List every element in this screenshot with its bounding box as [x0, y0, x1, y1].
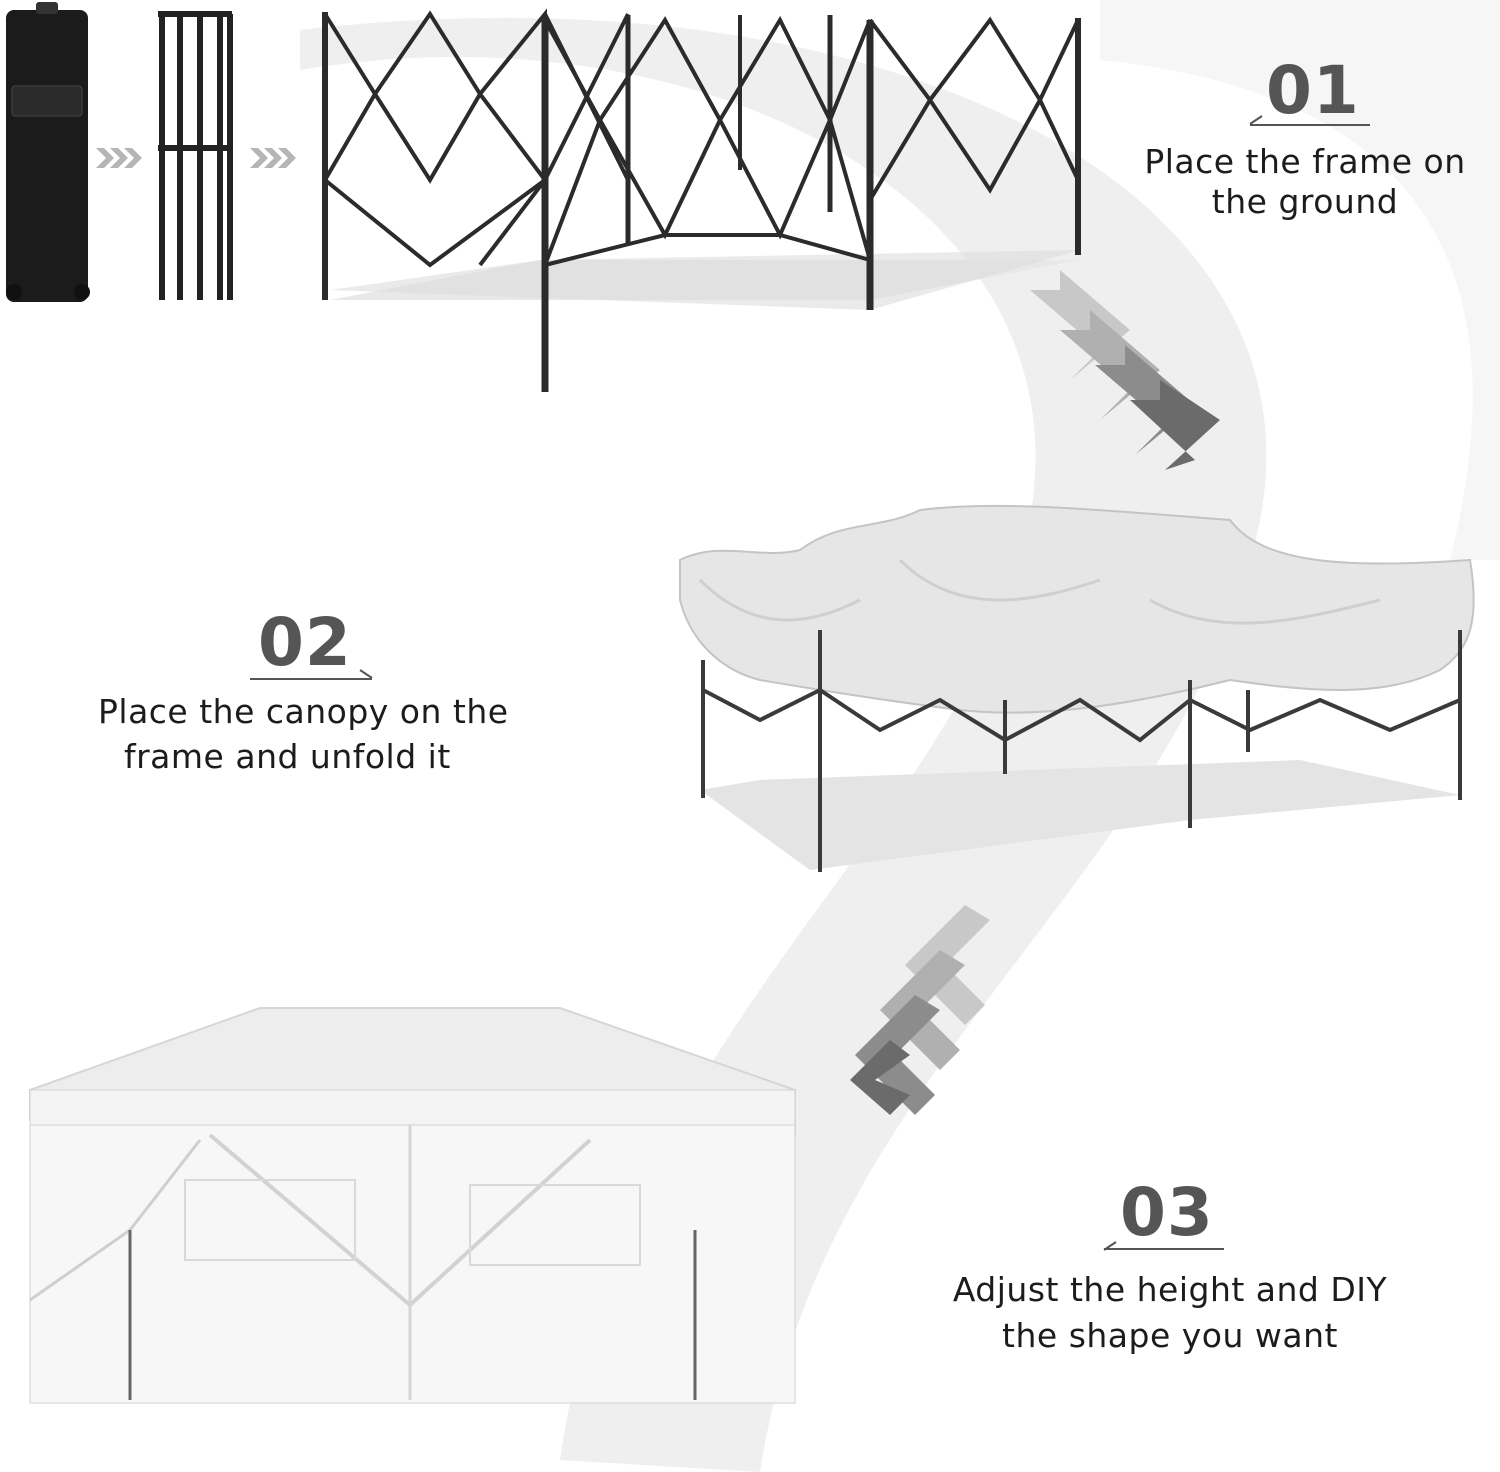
folded-frame-illustration: [158, 11, 233, 300]
finished-tent-illustration: [29, 1007, 796, 1404]
step1-chevrons: [1030, 270, 1220, 470]
step3-text-line1: Adjust the height and DIY: [952, 1270, 1388, 1309]
step2-underline: [250, 678, 372, 680]
step1-text-line1: Place the frame on: [1144, 142, 1466, 181]
carry-bag-illustration: [6, 2, 90, 302]
step2-chevrons: [850, 905, 990, 1115]
expanded-frame-illustration: [322, 8, 1081, 392]
canopy-frame-illustration: [679, 504, 1475, 872]
step1-underline: [1250, 124, 1370, 126]
progress-arrows-1: [96, 148, 142, 168]
step2-text-line2: frame and unfold it: [124, 737, 451, 776]
step-number-01: 01: [1266, 52, 1360, 129]
step2-text-line1: Place the canopy on the: [98, 692, 509, 731]
step-number-03: 03: [1120, 1174, 1214, 1251]
progress-arrows-2: [250, 148, 296, 168]
step3-text-line2: the shape you want: [1002, 1316, 1338, 1355]
background-curve-right: [1100, 0, 1500, 560]
step-number-02: 02: [258, 604, 352, 681]
step1-underline-tick: [1249, 115, 1263, 125]
step3-underline: [1104, 1248, 1224, 1250]
step2-underline-tick: [359, 669, 373, 679]
step1-text-line2: the ground: [1211, 182, 1399, 221]
